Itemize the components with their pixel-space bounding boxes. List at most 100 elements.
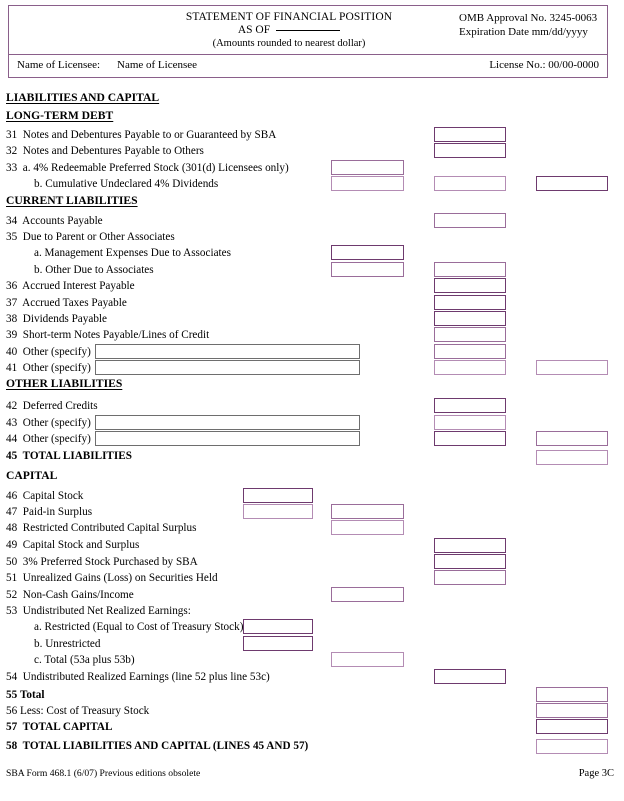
line-53c-amount-input[interactable] xyxy=(331,652,404,668)
line-44-amount-input[interactable] xyxy=(434,431,506,447)
line-32-label: 32 Notes and Debentures Payable to Other… xyxy=(6,144,204,158)
page-number: Page 3C xyxy=(578,768,614,779)
line-40-label: 40 Other (specify) xyxy=(6,345,91,359)
section-liabilities-and-capital: LIABILITIES AND CAPITAL xyxy=(0,90,624,108)
line-56-total-input[interactable] xyxy=(536,702,608,718)
line-39-number: 39 xyxy=(6,329,18,342)
line-54-amount-input[interactable] xyxy=(434,668,506,684)
line-39-amount-input[interactable] xyxy=(434,327,506,343)
line-37: 37 Accrued Taxes Payable xyxy=(0,294,624,311)
line-37-label: 37 Accrued Taxes Payable xyxy=(6,296,127,310)
line-52-label: 52 Non-Cash Gains/Income xyxy=(6,588,134,602)
line-55-total-input[interactable] xyxy=(536,686,608,702)
line-44-total-input[interactable] xyxy=(536,431,608,447)
as-of-row: AS OF xyxy=(129,24,449,37)
line-43-amount-input[interactable] xyxy=(434,414,506,430)
line-32-amount-input[interactable] xyxy=(434,143,506,159)
line-43: 43 Other (specify) xyxy=(0,414,624,431)
line-39-text: Short-term Notes Payable/Lines of Credit xyxy=(22,329,210,342)
line-34-amount-input[interactable] xyxy=(434,212,506,228)
line-34-number: 34 xyxy=(6,214,18,227)
line-35: 35 Due to Parent or Other Associates xyxy=(0,229,624,245)
line-57-total-input[interactable] xyxy=(536,719,608,735)
line-50-number: 50 xyxy=(6,555,18,568)
line-43-number: 43 xyxy=(6,416,18,429)
line-49-amount-input[interactable] xyxy=(434,537,506,553)
heading-current-liabilities: CURRENT LIABILITIES xyxy=(6,193,138,207)
line-33b-total-input[interactable] xyxy=(536,176,608,192)
line-53b-amount-input[interactable] xyxy=(243,635,313,651)
line-52-amount-input[interactable] xyxy=(331,586,404,602)
line-35a-label: a. Management Expenses Due to Associates xyxy=(34,247,231,260)
line-31-text: Notes and Debentures Payable to or Guara… xyxy=(22,129,277,141)
line-41-amount-input[interactable] xyxy=(434,360,506,376)
line-42-number: 42 xyxy=(6,400,18,413)
line-33b-label: b. Cumulative Undeclared 4% Dividends xyxy=(34,178,219,191)
line-45-total-input[interactable] xyxy=(536,449,608,465)
line-37-amount-input[interactable] xyxy=(434,294,506,310)
line-41: 41 Other (specify) xyxy=(0,360,624,376)
line-47-subtotal-input[interactable] xyxy=(331,504,404,520)
heading-liabilities-and-capital: LIABILITIES AND CAPITAL xyxy=(6,91,160,104)
license-number[interactable]: License No.: 00/00-0000 xyxy=(489,59,599,71)
line-40-amount-input[interactable] xyxy=(434,343,506,359)
line-47-number: 47 xyxy=(6,506,18,519)
line-49-label: 49 Capital Stock and Surplus xyxy=(6,538,139,552)
licensee-label: Name of Licensee: xyxy=(17,59,101,71)
as-of-label: AS OF xyxy=(237,24,271,36)
line-38: 38 Dividends Payable xyxy=(0,310,624,327)
line-47-amount-input[interactable] xyxy=(243,504,313,520)
line-49: 49 Capital Stock and Surplus xyxy=(0,537,624,554)
line-35b: b. Other Due to Associates xyxy=(0,261,624,278)
line-41-total-input[interactable] xyxy=(536,360,608,376)
line-34-label: 34 Accounts Payable xyxy=(6,214,103,228)
line-33b: b. Cumulative Undeclared 4% Dividends xyxy=(0,176,624,192)
line-51-amount-input[interactable] xyxy=(434,570,506,586)
line-49-number: 49 xyxy=(6,538,18,551)
licensee-value[interactable]: Name of Licensee xyxy=(117,59,198,71)
line-42-amount-input[interactable] xyxy=(434,398,506,414)
line-48-number: 48 xyxy=(6,522,18,535)
line-51-label: 51 Unrealized Gains (Loss) on Securities… xyxy=(6,571,218,585)
line-33a-amount-input[interactable] xyxy=(331,159,404,175)
line-41-specify-input[interactable] xyxy=(95,360,360,376)
form-header-top: STATEMENT OF FINANCIAL POSITION AS OF (A… xyxy=(9,6,607,54)
line-39: 39 Short-term Notes Payable/Lines of Cre… xyxy=(0,327,624,343)
line-58-total-input[interactable] xyxy=(536,739,608,755)
line-31-amount-input[interactable] xyxy=(434,127,506,142)
line-47: 47 Paid-in Surplus xyxy=(0,504,624,520)
line-51-text: Unrealized Gains (Loss) on Securities He… xyxy=(22,572,218,585)
as-of-input[interactable] xyxy=(276,30,341,31)
line-44-specify-input[interactable] xyxy=(95,431,360,447)
line-46-label: 46 Capital Stock xyxy=(6,489,83,503)
line-38-label: 38 Dividends Payable xyxy=(6,312,107,326)
line-45: 45 TOTAL LIABILITIES xyxy=(0,448,624,468)
line-33b-amount-input[interactable] xyxy=(331,176,404,192)
line-35b-subtotal-input[interactable] xyxy=(434,261,506,277)
line-58-text: TOTAL LIABILITIES AND CAPITAL (LINES 45 … xyxy=(22,740,309,753)
line-40-specify-input[interactable] xyxy=(95,343,360,359)
heading-other-liabilities: OTHER LIABILITIES xyxy=(6,377,123,391)
line-35a-amount-input[interactable] xyxy=(331,245,404,261)
line-55-label: 55 Total xyxy=(6,688,44,702)
line-38-amount-input[interactable] xyxy=(434,310,506,326)
line-35b-amount-input[interactable] xyxy=(331,261,404,277)
line-42-label: 42 Deferred Credits xyxy=(6,399,98,413)
line-50-amount-input[interactable] xyxy=(434,553,506,569)
line-48: 48 Restricted Contributed Capital Surplu… xyxy=(0,520,624,536)
line-53a-label: a. Restricted (Equal to Cost of Treasury… xyxy=(34,621,244,634)
line-36-amount-input[interactable] xyxy=(434,278,506,294)
line-46-amount-input[interactable] xyxy=(243,487,313,503)
license-number-value: 00/00-0000 xyxy=(548,59,599,71)
line-51: 51 Unrealized Gains (Loss) on Securities… xyxy=(0,570,624,586)
line-44-text: Other (specify) xyxy=(22,433,91,446)
line-45-number: 45 xyxy=(6,449,18,462)
line-33a-number: 33 xyxy=(6,161,18,174)
line-43-specify-input[interactable] xyxy=(95,414,360,430)
line-53a-amount-input[interactable] xyxy=(243,619,313,635)
line-48-amount-input[interactable] xyxy=(331,520,404,536)
line-33b-subtotal-input[interactable] xyxy=(434,176,506,192)
line-33a-label: 33 a. 4% Redeemable Preferred Stock (301… xyxy=(6,161,289,175)
line-38-text: Dividends Payable xyxy=(22,312,107,325)
line-31: 31 Notes and Debentures Payable to or Gu… xyxy=(0,127,624,143)
